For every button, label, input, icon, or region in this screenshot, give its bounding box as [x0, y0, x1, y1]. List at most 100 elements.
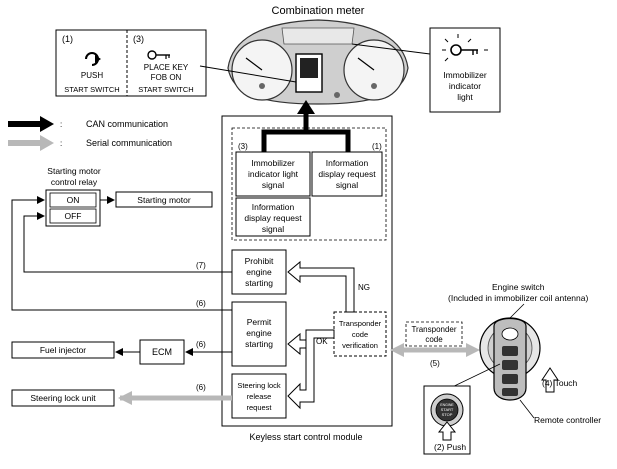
steering-release-line2: release [247, 392, 272, 401]
remote-leader [519, 399, 535, 419]
step6b-label: (6) [196, 340, 206, 349]
lock-button-icon [502, 346, 518, 356]
info-signal-line2: display request [318, 169, 376, 179]
relay-off-box [49, 208, 97, 224]
remote-controller-fob [493, 317, 527, 401]
transponder-code-line1: Transponder [411, 325, 456, 334]
meter-message-panels: (1) (3) PUSH START SWITCH PLACE KEY FOB … [55, 29, 207, 97]
indicator-leader-line [351, 43, 431, 55]
legend-can: CAN communication [86, 119, 168, 129]
ng-label: NG [358, 283, 370, 292]
module-label: Keyless start control module [249, 432, 362, 442]
step4-label: (4) Touch [542, 378, 578, 388]
touch-arrow-icon [541, 367, 559, 393]
panel-right-num: (3) [133, 34, 144, 44]
step5-label: (5) [430, 359, 440, 368]
prohibit-line2: engine [246, 267, 272, 277]
start-stop-button-icon: ENGINE START STOP [430, 393, 464, 427]
relay-on-label: ON [67, 195, 80, 205]
panel-left-text: PUSH [81, 71, 103, 80]
relay-on-box [49, 192, 97, 208]
fuel-injector-box [11, 341, 115, 359]
panel-right-text2: FOB ON [151, 73, 182, 82]
permit-to-relay-on-line [11, 196, 232, 311]
panel-leader-line [199, 65, 297, 83]
indicator-label-1: Immobilizer [443, 70, 487, 80]
permit-line2: engine [246, 328, 272, 338]
fuel-injector-label: Fuel injector [40, 345, 86, 355]
start-stop-line1: ENGINE [440, 403, 454, 407]
steering-lock-label: Steering lock unit [30, 393, 96, 403]
steering-release-line3: request [246, 403, 272, 412]
steering-release-line1: Steering lock [237, 381, 281, 390]
prohibit-line1: Prohibit [245, 256, 274, 266]
light-rays-icon [442, 34, 488, 62]
transponder-verify-line1: Transponder [339, 319, 382, 328]
start-stop-line3: STOP [442, 412, 453, 417]
immob-signal-line3: signal [262, 180, 284, 190]
panic-button-icon [502, 388, 518, 396]
key-icon [450, 44, 478, 56]
trunk-button-icon [502, 374, 518, 384]
panel-left-num: (1) [62, 34, 73, 44]
meter-title: Combination meter [272, 5, 365, 17]
ng-arrow: NG [287, 260, 370, 313]
step7-label: (7) [196, 261, 206, 270]
transponder-code-line2: code [425, 335, 443, 344]
info-signal-line3: signal [336, 180, 358, 190]
info-request-signal-box [311, 151, 383, 197]
immobilizer-signal-box [235, 151, 311, 197]
engine-switch-line1: Engine switch [492, 282, 545, 292]
meter-signal-group [231, 127, 387, 241]
ecm-label: ECM [152, 347, 172, 357]
indicator-label-2: indicator [449, 81, 481, 91]
remote-controller-label: Remote controller [534, 415, 601, 425]
transponder-verify-line3: verification [342, 341, 378, 350]
transponder-code-box [405, 321, 463, 347]
start-stop-line2: START [441, 407, 454, 412]
ok-arrows: OK [287, 329, 335, 410]
engine-switch-line2: (Included in immobilizer coil antenna) [448, 293, 588, 303]
info2-signal-line3: signal [262, 224, 284, 234]
immob-num: (3) [238, 142, 248, 151]
panel-right-text1: PLACE KEY [144, 63, 189, 72]
permit-engine-box [231, 301, 287, 367]
permit-line3: starting [245, 339, 273, 349]
immob-signal-line1: Immobilizer [251, 158, 295, 168]
prohibit-line3: starting [245, 278, 273, 288]
legend: : CAN communication : Serial communicati… [8, 116, 172, 151]
combination-meter [227, 19, 409, 105]
step6c-label: (6) [196, 383, 206, 392]
permit-line1: Permit [247, 317, 272, 327]
info2-signal-line2: display request [244, 213, 302, 223]
panel-left-sub: START SWITCH [64, 85, 119, 94]
transponder-verification-box [333, 311, 387, 357]
push-start-icon [85, 52, 101, 66]
starting-motor-box [115, 191, 213, 208]
unlock-button-icon [502, 360, 518, 370]
svg-text::: : [60, 120, 62, 129]
prohibit-to-relay-off-line [23, 212, 232, 273]
steering-release-box [231, 373, 287, 419]
step6a-label: (6) [196, 299, 206, 308]
relay-title-line1: Starting motor [47, 166, 101, 176]
ok-label: OK [316, 337, 328, 346]
engine-switch-leader [509, 303, 525, 319]
ecm-box [139, 339, 185, 365]
steering-lock-unit-box [11, 389, 115, 407]
can-connector [261, 100, 351, 152]
push-arrow-icon [437, 421, 457, 441]
immobilizer-indicator-callout: Immobilizer indicator light [429, 27, 501, 113]
transponder-serial-arrow [390, 343, 480, 357]
info2-signal-line1: Information [252, 202, 295, 212]
step2-label: (2) Push [434, 442, 466, 452]
key-icon [147, 50, 170, 60]
indicator-label-3: light [457, 92, 473, 102]
svg-text::: : [60, 139, 62, 148]
relay-off-label: OFF [65, 211, 82, 221]
legend-serial: Serial communication [86, 138, 172, 148]
info-signal-line1: Information [326, 158, 369, 168]
panel-right-sub: START SWITCH [138, 85, 193, 94]
